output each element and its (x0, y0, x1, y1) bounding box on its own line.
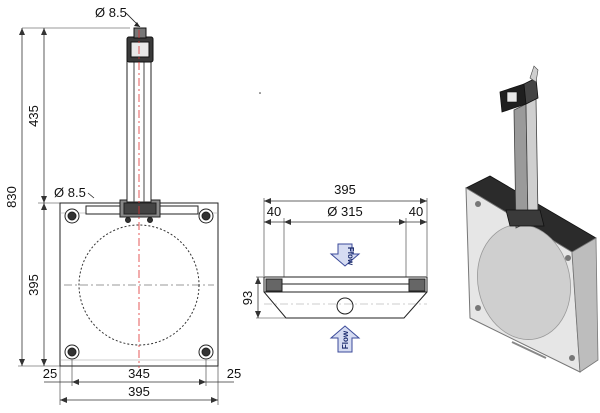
sec-overall-width-label: 395 (334, 182, 356, 197)
mounting-hole-top-right (198, 208, 214, 224)
front-view (18, 12, 234, 405)
render-bolt-bottom-left (475, 305, 481, 311)
rod-height-label: 435 (26, 105, 41, 127)
sec-margin-right-label: 40 (409, 204, 423, 219)
stray-mark (259, 92, 261, 94)
rod-diameter-label: Ø 8.5 (95, 5, 127, 20)
render-bolt-top-right (565, 255, 571, 261)
actuator-window (130, 41, 150, 58)
mounting-hole-top-left (64, 208, 80, 224)
clamp-bolt-left (125, 217, 131, 223)
render-bottom-slot (511, 341, 547, 359)
rod-clamp-inner (123, 202, 157, 215)
leader-hole-diameter (87, 192, 95, 199)
bottom-inner-width-label: 345 (128, 366, 150, 381)
plate-height-label: 395 (26, 274, 41, 296)
flow-label-top: Flow (346, 247, 355, 266)
bottom-overall-width-label: 395 (128, 384, 150, 399)
leader-rod-arrow (134, 22, 140, 27)
render-handle-window (506, 91, 518, 103)
render-handle-cap (529, 65, 539, 83)
sec-height-label: 93 (240, 291, 255, 305)
flow-arrow-top (329, 243, 361, 267)
overall-height-label: 830 (4, 186, 19, 208)
section-view (255, 198, 428, 353)
hole-diameter-label: Ø 8.5 (54, 185, 86, 200)
sec-margin-left-label: 40 (267, 204, 281, 219)
render-bolt-bottom-right (569, 355, 575, 361)
sec-bore-diameter-label: Ø 315 (327, 204, 362, 219)
render-bolt-top-left (475, 201, 481, 207)
spindle-bore-circle (336, 297, 354, 315)
flow-arrow-bottom (329, 325, 361, 353)
actuator-cap (133, 27, 147, 39)
mounting-hole-bottom-right (198, 344, 214, 360)
bottom-inset-right-label: 25 (227, 366, 241, 381)
render-handle-side (523, 77, 539, 105)
render-spindle (513, 103, 529, 229)
mounting-hole-bottom-left (64, 344, 80, 360)
render-bracket (505, 209, 545, 227)
flow-label-bottom: Flow (341, 330, 350, 349)
seal-left (265, 278, 283, 292)
isometric-render (465, 65, 599, 373)
render-plate-side (571, 237, 599, 373)
render-spindle-side (525, 97, 539, 223)
clamp-bolt-right (147, 217, 153, 223)
bottom-inset-left-label: 25 (43, 366, 57, 381)
seal-right (408, 278, 426, 292)
